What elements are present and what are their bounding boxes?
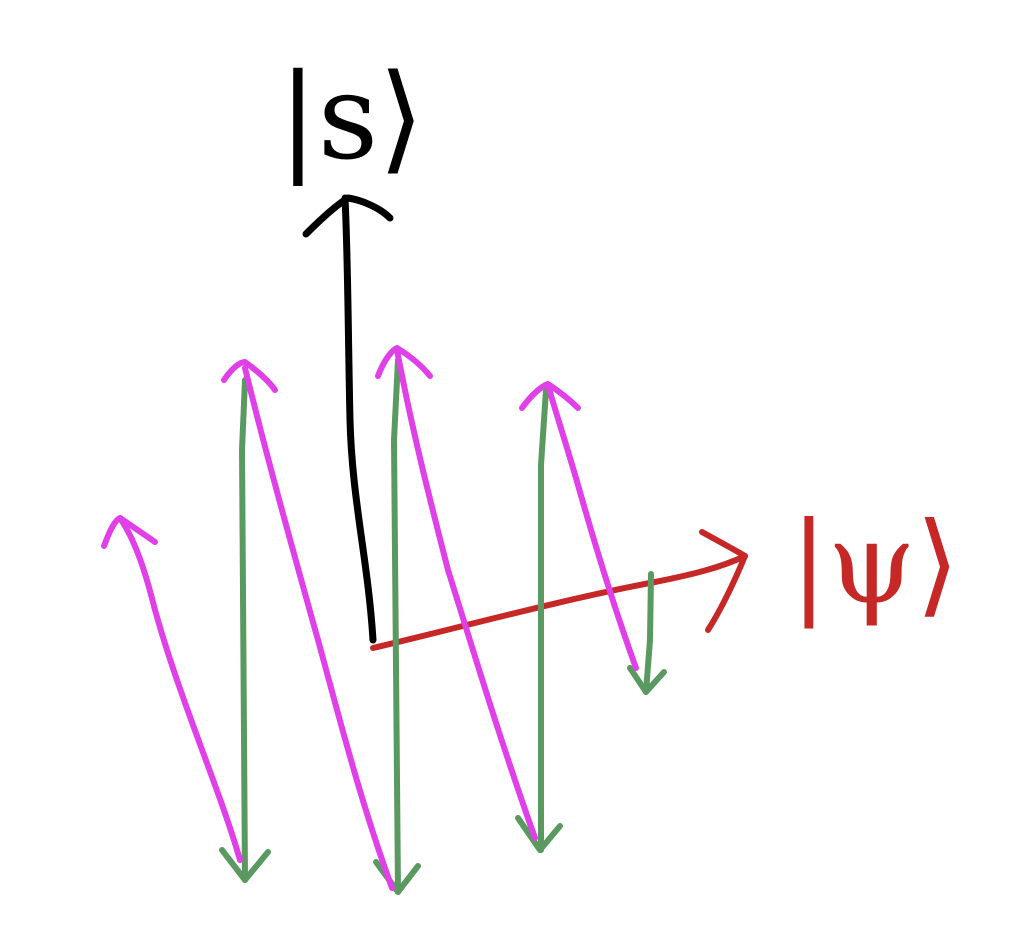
reflection-line-1	[117, 515, 243, 863]
reflection-line-4	[545, 382, 639, 671]
reflection-head-4	[519, 381, 581, 411]
reflection-head-3	[375, 345, 433, 379]
psi-label: |ψ⟩	[790, 499, 959, 629]
psi-axis-arrow	[370, 529, 748, 651]
s-label: |s⟩	[278, 48, 424, 186]
reflection-line-3	[394, 347, 538, 841]
projection-line-2	[391, 357, 401, 895]
projection-arrows	[219, 357, 667, 895]
reflection-line-2	[242, 365, 395, 891]
psi-axis-arrowhead	[699, 529, 748, 633]
projection-head-4	[627, 665, 667, 695]
projection-head-1	[219, 847, 271, 883]
reflection-head-1	[101, 515, 158, 549]
reflection-arrows	[101, 345, 639, 891]
projection-line-1	[239, 377, 248, 883]
projection-head-3	[515, 815, 563, 853]
psi-axis-line	[370, 553, 748, 651]
projection-line-3	[538, 387, 549, 853]
reflection-head-2	[221, 359, 278, 393]
projection-line-4	[643, 571, 654, 695]
s-axis-arrowhead	[302, 194, 394, 238]
s-axis-arrow	[302, 194, 394, 644]
s-axis-line	[341, 194, 377, 644]
